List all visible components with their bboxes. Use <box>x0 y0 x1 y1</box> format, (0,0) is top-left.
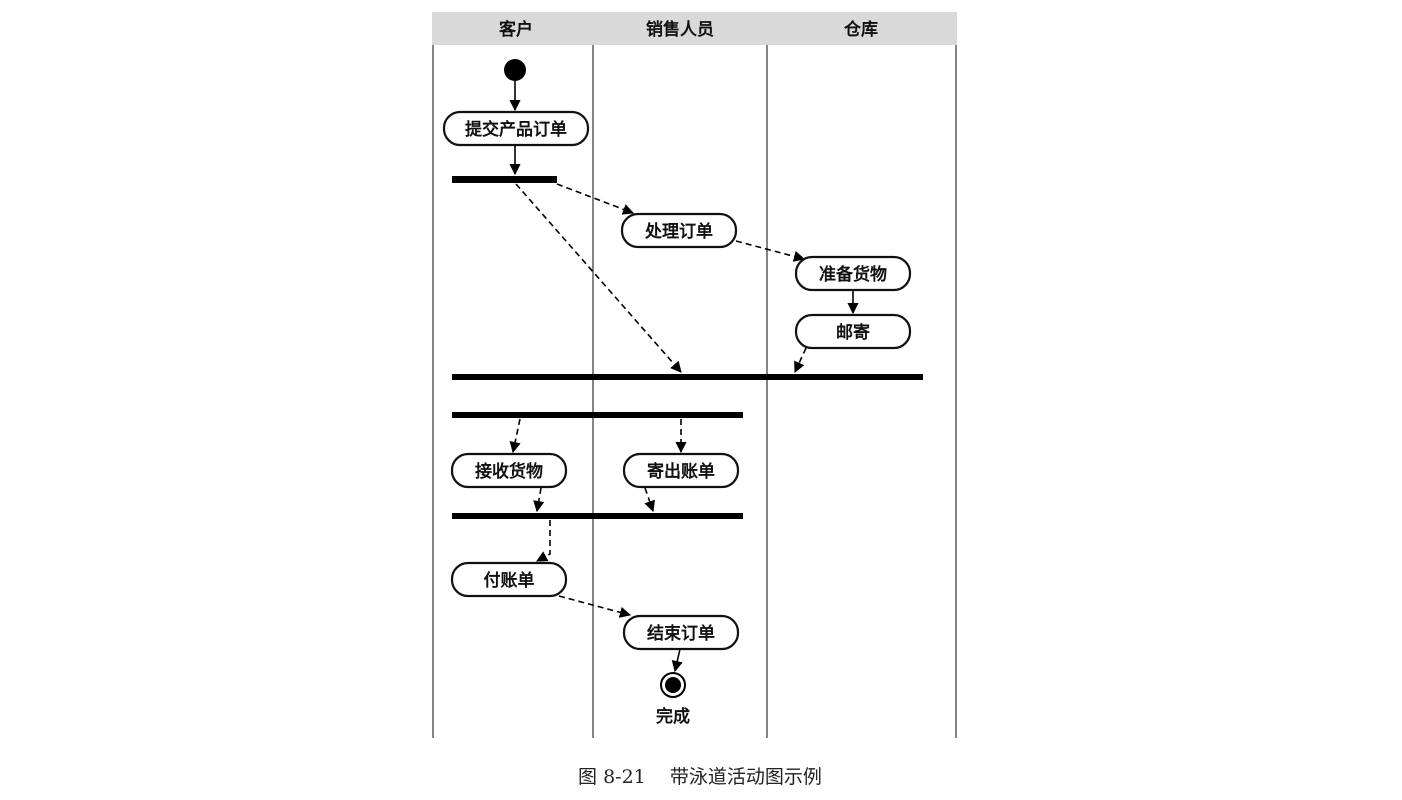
activity-prepare-goods: 准备货物 <box>794 255 912 292</box>
activity-pay-bill: 付账单 <box>450 561 568 598</box>
activity-close-order: 结束订单 <box>622 614 740 651</box>
activity-mail: 邮寄 <box>794 313 912 350</box>
activity-process-order-box <box>620 212 738 249</box>
activity-submit-order-box <box>442 110 590 147</box>
activity-submit-order: 提交产品订单 <box>442 110 590 147</box>
activity-receive-goods-label: 接收货物 <box>475 461 543 482</box>
flow-fork-to-join <box>515 183 682 373</box>
flow-join-to-pay <box>536 520 551 562</box>
join-bar-shipping <box>452 374 923 380</box>
flow-receive-to-join <box>533 487 545 513</box>
activity-submit-order-label: 提交产品订单 <box>465 119 567 140</box>
lane-header: 客户 销售人员 仓库 <box>432 12 957 45</box>
join-bar-payment <box>452 513 743 519</box>
activity-send-bill-box <box>622 452 740 489</box>
lane-title-customer: 客户 <box>498 19 533 40</box>
flow-pay-to-close <box>558 595 632 618</box>
activity-process-order-label: 处理订单 <box>644 221 713 242</box>
initial-node <box>504 59 526 81</box>
lane-title-sales: 销售人员 <box>646 19 714 40</box>
lane-dividers <box>432 45 957 738</box>
flow-close-to-final <box>671 648 683 673</box>
lane-title-warehouse: 仓库 <box>843 19 878 40</box>
lane-header-background <box>432 12 957 45</box>
activity-send-bill: 寄出账单 <box>622 452 740 489</box>
flow-process-to-prepare <box>735 240 806 262</box>
control-flows <box>509 81 859 673</box>
activity-mail-box <box>794 313 912 350</box>
flow-send-bill-to-join <box>644 487 655 513</box>
flow-mail-to-join <box>794 347 807 374</box>
activity-receive-goods-box <box>450 452 568 489</box>
final-node-inner-dot <box>665 677 681 693</box>
activity-pay-bill-box <box>450 561 568 598</box>
figure-caption: 图 8-21 带泳道活动图示例 <box>578 766 822 788</box>
final-node-label: 完成 <box>656 706 690 727</box>
activity-prepare-goods-label: 准备货物 <box>819 264 887 285</box>
fork-bar-billing <box>452 412 743 418</box>
final-node: 完成 <box>656 672 690 727</box>
activity-close-order-label: 结束订单 <box>647 623 715 644</box>
fork-bar-order <box>452 176 557 183</box>
activity-send-bill-label: 寄出账单 <box>647 461 715 482</box>
activity-process-order: 处理订单 <box>620 212 738 249</box>
activity-mail-label: 邮寄 <box>836 322 870 343</box>
activity-receive-goods: 接收货物 <box>450 452 568 489</box>
flow-fork-to-receive <box>509 418 521 454</box>
activity-close-order-box <box>622 614 740 651</box>
activity-pay-bill-label: 付账单 <box>484 570 535 591</box>
flow-fork-to-process <box>556 183 635 215</box>
